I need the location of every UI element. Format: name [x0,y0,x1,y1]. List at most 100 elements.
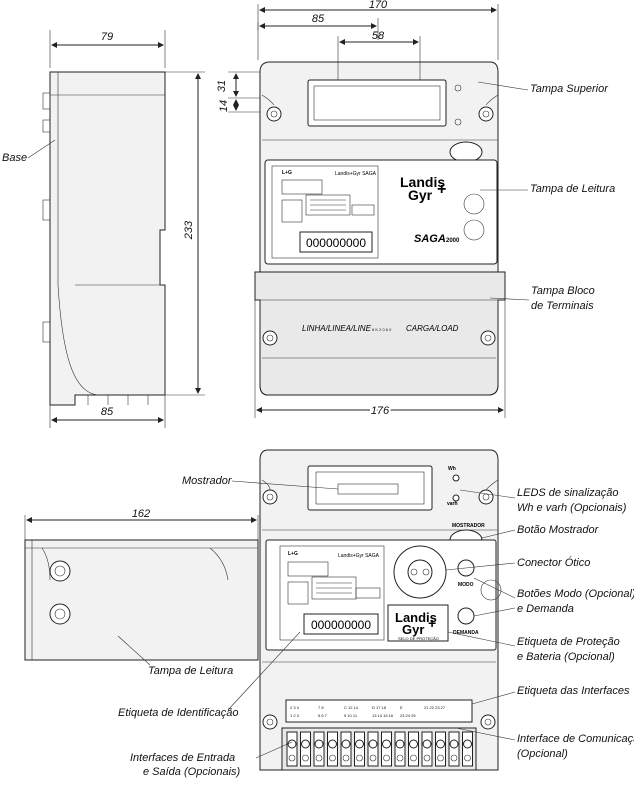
terminal-screw[interactable] [382,739,391,749]
terminal-slot [340,731,352,767]
linha-label: LINHA/LINEA/LINE [302,324,372,333]
modo-button-label: MODO [458,582,474,588]
terminal-hole [342,754,350,762]
terminal-label-top: C 12 14 [344,705,359,710]
saga-logo: SAGA [414,233,446,245]
terminal-screw[interactable] [395,739,405,749]
terminal-screw[interactable] [355,739,364,749]
terminal-slot [448,731,460,767]
terminal-screw[interactable] [436,739,445,749]
panel-logo-small: L+G [288,551,298,557]
dim-79: 79 [49,30,166,68]
terminal-label-bottom: 1 2 3 [290,713,300,718]
terminal-hole [329,754,336,762]
label-etiqueta-protecao-1: Etiqueta de Proteção [517,636,620,648]
dim-79-text: 79 [101,31,113,43]
demanda-button[interactable] [457,607,475,625]
terminal-slot [354,731,365,767]
terminal-label-top: D 17 18 [372,705,387,710]
dim-85-bottom-text: 85 [101,406,114,418]
dim-170: 170 [257,0,499,60]
terminal-hole [369,754,377,762]
terminal-screw[interactable] [328,739,337,749]
terminal-label-bottom: 9 10 11 [344,713,358,718]
terminal-screw[interactable] [368,739,378,749]
terminal-screw[interactable] [301,739,310,749]
terminal-hole [356,754,363,762]
terminal-screw[interactable] [287,739,297,749]
brand-plus-bottom: + [428,615,436,631]
terminal-hole [383,754,390,762]
labels-bottom: Mostrador LEDS de sinalização Wh e varh … [117,475,634,778]
brand-plus-top: + [437,181,446,198]
brand-line1-top: Landis [400,174,445,190]
serial-number-bottom: 000000000 [311,618,371,632]
terminal-slot [462,731,473,767]
label-interface-com-2: (Opcional) [517,748,568,760]
label-base: Base [2,152,27,164]
label-etiqueta-interfaces: Etiqueta das Interfaces [517,685,630,697]
dim-170-text: 170 [369,0,388,11]
dim-85-top: 85 [257,13,379,40]
terminal-slot [313,731,325,767]
label-mostrador: Mostrador [182,475,233,487]
terminal-hole [410,754,417,762]
terminal-label-top: 21 22 23 27 [424,705,446,710]
dim-14-text: 14 [218,100,230,112]
terminal-hole [423,754,431,762]
terminal-label-bottom: 5 6 7 [318,713,328,718]
brand-line1-bottom: Landis [395,610,437,625]
side-view [42,71,166,406]
terminal-slot [327,731,338,767]
terminal-hole [450,754,458,762]
terminal-screw[interactable] [341,739,351,749]
terminal-screw[interactable] [463,739,472,749]
open-reading-cover [24,539,259,661]
saga-suffix: 2000 [446,238,460,244]
terminal-screw[interactable] [409,739,418,749]
front-view-top: L+G Landis+Gyr SAGA 000000000 Landis Gyr… [254,61,506,396]
terminal-hole [437,754,444,762]
terminal-slot [367,731,379,767]
label-tampa-leitura-top: Tampa de Leitura [530,183,615,195]
carga-label: CARGA/LOAD [406,324,459,333]
label-tampa-bloco-1: Tampa Bloco [531,285,595,297]
label-tampa-bloco-2: de Terminais [531,300,594,312]
selo-protecao: SELO DE PROTEÇÃO [398,636,439,641]
label-etiqueta-identificacao: Etiqueta de Identificação [118,707,238,719]
dim-162-text: 162 [132,508,150,520]
dim-85-bottom: 85 [49,395,166,428]
dim-176: 176 [254,300,506,419]
dim-162: 162 [24,508,259,540]
label-interface-com-1: Interface de Comunicação [517,733,634,745]
dim-31: 31 [216,71,262,99]
label-tampa-leitura-bottom: Tampa de Leitura [148,665,233,677]
terminal-slot [300,731,311,767]
demanda-button-label: DEMANDA [453,630,479,636]
label-conector-otico: Conector Ótico [517,556,590,569]
meter-logo-small: L+G [282,170,292,176]
label-interfaces-es-2: e Saída (Opcionais) [143,766,241,778]
terminal-screw[interactable] [449,739,459,749]
terminal-screw[interactable] [314,739,324,749]
terminal-screw[interactable] [422,739,432,749]
terminal-label-bottom: 13 14 15 16 [372,713,394,718]
terminal-label-top: E [400,705,403,710]
terminal-slot [435,731,446,767]
meter-model-header: Landis+Gyr SAGA [335,171,377,177]
terminal-slot [408,731,419,767]
dim-233-text: 233 [183,220,195,240]
terminal-slot [421,731,433,767]
dim-14: 14 [218,99,262,113]
terminal-slot [286,731,298,767]
code-small-top: 8 K 2 0 6 0 [372,327,392,332]
label-etiqueta-protecao-2: e Bateria (Opcional) [517,651,615,663]
terminal-hole [396,754,404,762]
dim-31-text: 31 [216,80,228,92]
dim-58: 58 [337,30,421,80]
terminal-hole [288,754,296,762]
terminal-label-bottom: 23 24 25 [400,713,416,718]
brand-line2-top: Gyr [408,187,433,203]
label-botao-mostrador: Botão Mostrador [517,524,600,536]
